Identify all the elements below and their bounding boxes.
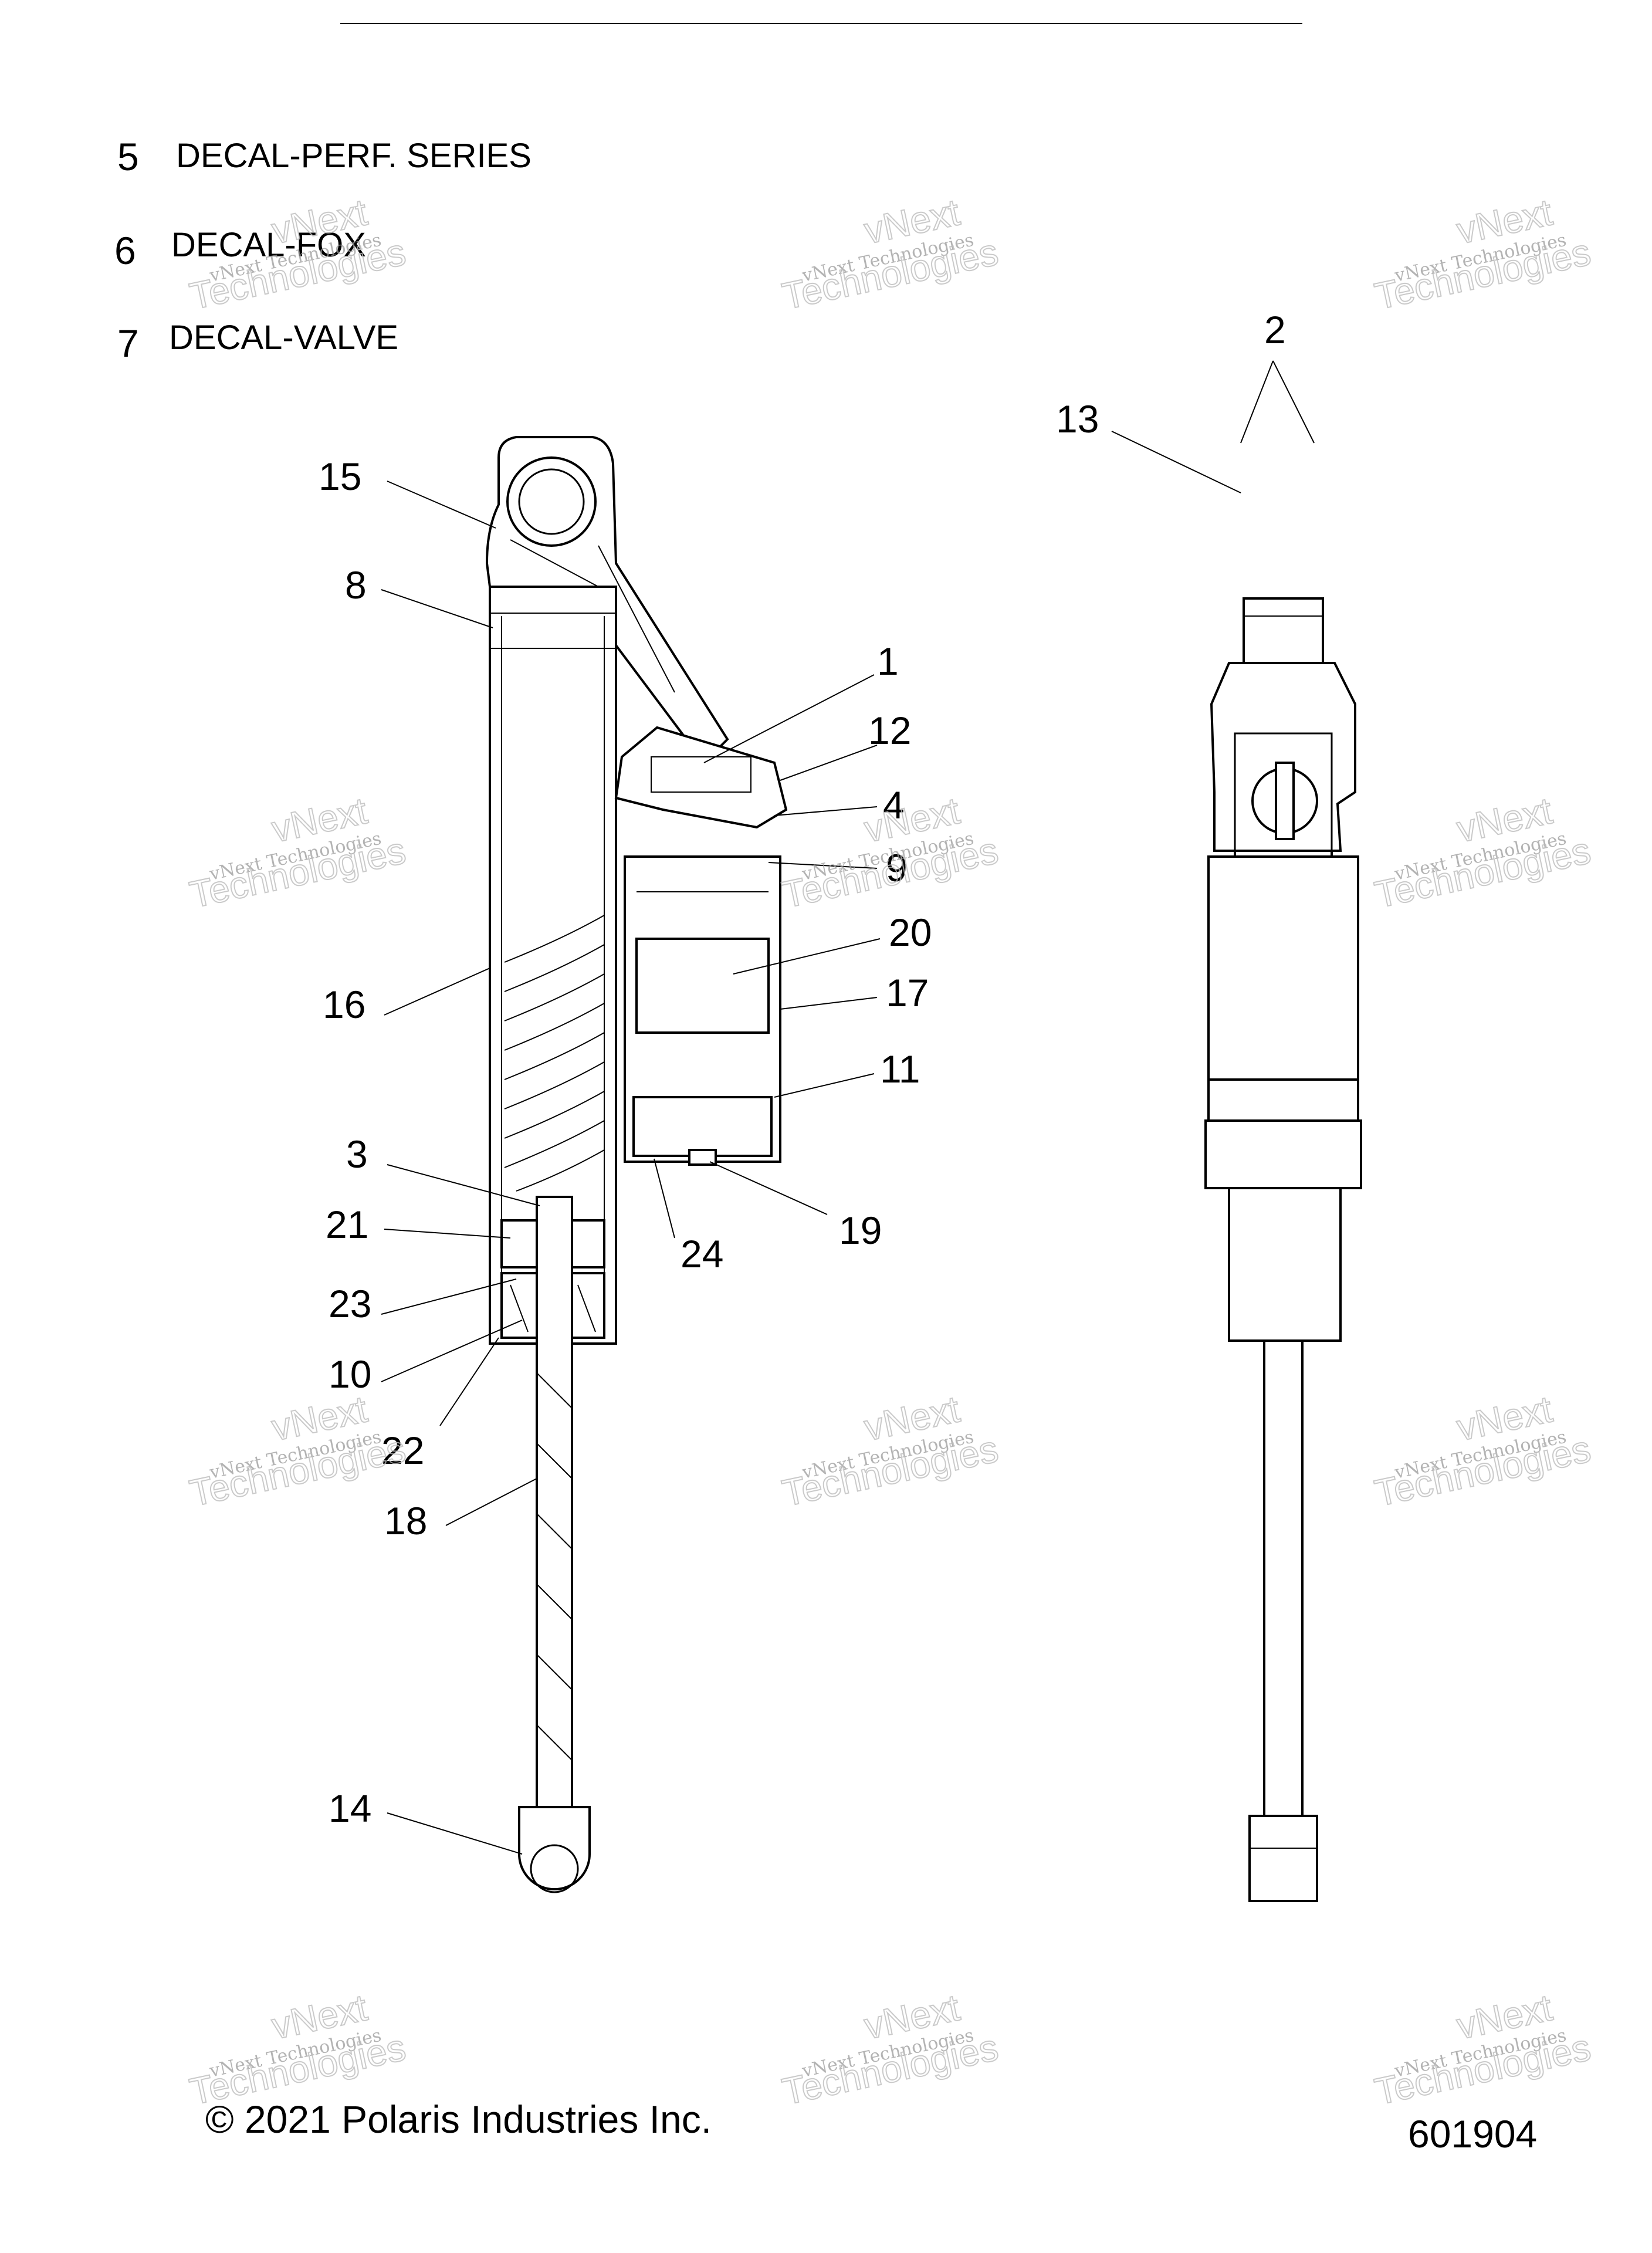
legend-item-num: 7 xyxy=(117,322,139,365)
shaft-hatch xyxy=(536,1372,573,1761)
adjuster-valve xyxy=(614,726,788,829)
watermark: vNext Technologies vNext Technologies xyxy=(1370,190,1595,318)
head-housing xyxy=(1210,662,1356,852)
legend-item-label: DECAL-FOX xyxy=(171,226,366,264)
callout-label: 8 xyxy=(345,563,367,607)
callout-label: 24 xyxy=(681,1232,723,1276)
watermarks: vNext Technologies vNext Technologies vN… xyxy=(185,190,1595,2113)
top-eye-block xyxy=(1243,597,1324,664)
figure-id: 601904 xyxy=(1408,2112,1537,2156)
shock-section-view xyxy=(485,436,788,1893)
legend-item-label: DECAL-PERF. SERIES xyxy=(176,137,532,175)
body-band-b xyxy=(1204,1119,1362,1189)
watermark: vNext Technologies vNext Technologies xyxy=(185,1387,409,1515)
callout-label: 16 xyxy=(323,983,365,1026)
eye-inner-ring xyxy=(518,468,585,535)
shaft xyxy=(536,1196,573,1808)
watermark: vNext Technologies vNext Technologies xyxy=(778,1387,1002,1515)
bottom-eye-ring xyxy=(530,1844,579,1893)
callout-label: 12 xyxy=(868,709,911,752)
watermark: vNext Technologies vNext Technologies xyxy=(1370,1387,1595,1515)
callout-label: 18 xyxy=(384,1499,427,1542)
callout-label: 2 xyxy=(1264,308,1286,351)
callout-label: 1 xyxy=(877,640,899,683)
head-hatch xyxy=(598,545,675,693)
callout-label: 14 xyxy=(329,1787,371,1830)
callout-label: 15 xyxy=(319,455,361,498)
watermark: vNext Technologies vNext Technologies xyxy=(778,1985,1002,2113)
callout-label: 10 xyxy=(329,1352,371,1396)
callout-label: 20 xyxy=(889,911,932,954)
eye-outer-ring xyxy=(506,456,597,547)
watermark: vNext Technologies vNext Technologies xyxy=(1370,789,1595,916)
seal-hatch xyxy=(510,1284,529,1332)
callout-label: 17 xyxy=(886,971,929,1014)
legend-item-label: DECAL-VALVE xyxy=(169,319,398,357)
legend-item-num: 6 xyxy=(114,229,136,272)
internal-spring xyxy=(504,915,605,1192)
callout-label: 3 xyxy=(346,1132,368,1176)
watermark: vNext Technologies vNext Technologies xyxy=(778,190,1002,318)
shock-exterior-view xyxy=(1204,597,1362,1902)
callout-label: 9 xyxy=(886,846,908,889)
head-hatch xyxy=(510,539,599,587)
callout-label: 4 xyxy=(883,783,905,827)
adjuster-core xyxy=(651,756,751,793)
bottom-clevis xyxy=(1248,1815,1318,1902)
reservoir-piston xyxy=(635,938,770,1034)
seal-hatch xyxy=(577,1284,596,1332)
watermark: vNext Technologies vNext Technologies xyxy=(185,789,409,916)
reservoir-cap xyxy=(632,1096,773,1157)
watermark: vNext Technologies vNext Technologies xyxy=(1370,1985,1595,2113)
legend-item-num: 5 xyxy=(117,135,139,178)
exterior-shaft xyxy=(1263,1339,1304,1817)
body-lower xyxy=(1228,1187,1342,1342)
copyright-notice: © 2021 Polaris Industries Inc. xyxy=(205,2098,712,2141)
callout-label: 22 xyxy=(381,1429,424,1472)
callout-label: 19 xyxy=(839,1209,882,1252)
watermark: vNext Technologies vNext Technologies xyxy=(185,1985,409,2113)
callout-numbers: 1 2 3 4 8 9 10 11 12 13 14 15 16 17 18 1… xyxy=(319,308,1286,1830)
callout-label: 11 xyxy=(880,1047,920,1091)
callout-label: 23 xyxy=(329,1282,371,1325)
adjuster-knob-tab xyxy=(1275,762,1295,840)
body-band-a xyxy=(1207,1078,1359,1122)
body-upper xyxy=(1207,855,1359,1081)
callout-label: 21 xyxy=(326,1203,368,1246)
leader-lines xyxy=(381,360,1315,1855)
callout-label: 13 xyxy=(1056,397,1099,441)
bottom-eye-body xyxy=(518,1806,591,1890)
decal-legend: 5 DECAL-PERF. SERIES 6 DECAL-FOX 7 DECAL… xyxy=(114,135,532,365)
